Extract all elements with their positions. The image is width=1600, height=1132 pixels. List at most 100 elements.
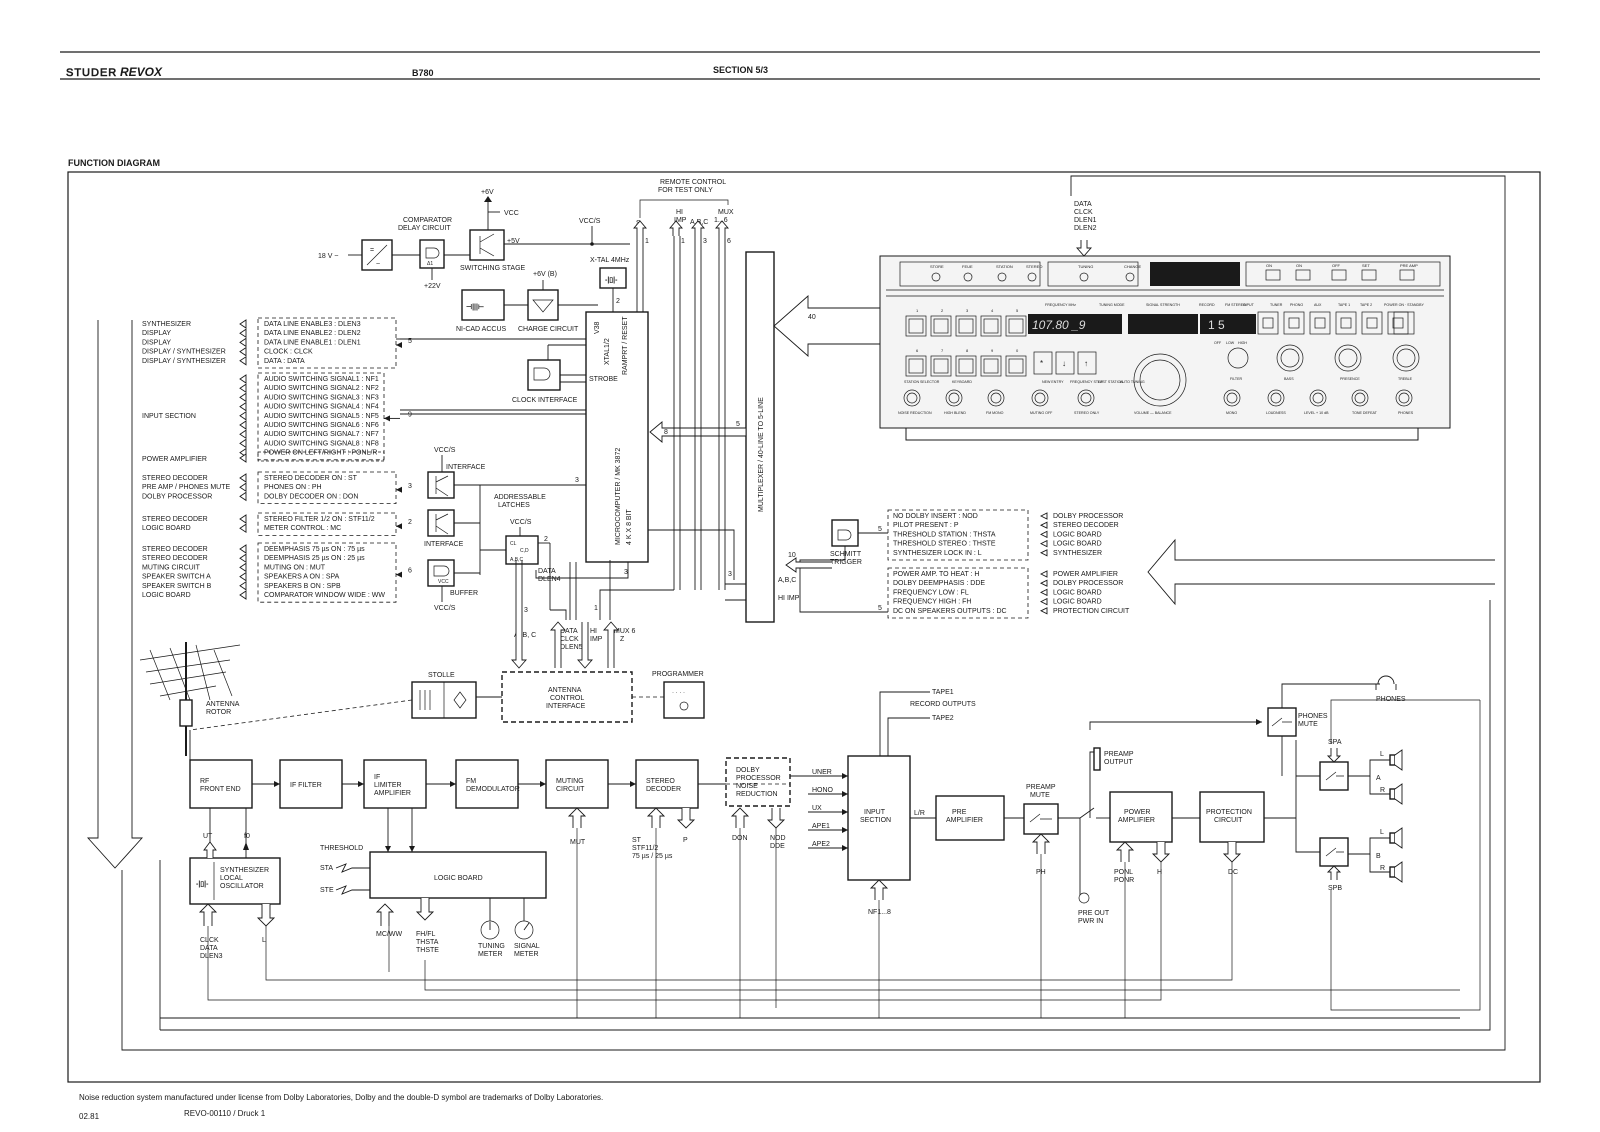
station-key[interactable] [930,315,952,337]
bus-lines: 313 [515,236,746,622]
signal-line: DOLBY DECODER ON : DON [264,493,358,500]
target-label: LOGIC BOARD [1053,541,1102,548]
panel-knob-icon[interactable] [1125,272,1135,282]
programmer-label: PROGRAMMER [652,671,704,678]
panel-label: RECORD [1199,303,1215,307]
key-number: 4 [991,308,994,313]
panel-button[interactable] [1361,269,1377,281]
tone-knob[interactable] [1334,344,1362,372]
spa-label: SPA [1328,739,1342,746]
target-label: LOGIC BOARD [1053,531,1102,538]
station-key[interactable] [955,315,977,337]
input-select-button[interactable] [1257,311,1279,335]
panel-round-button[interactable] [1077,389,1095,407]
multiplexer-block [745,251,775,623]
panel-label: BASS [1284,377,1294,381]
filter-knob[interactable] [1227,347,1249,369]
vccs-label: VCC/S [579,218,601,225]
panel-round-button[interactable] [1031,389,1049,407]
stolle-label: STOLLE [428,672,455,679]
xtal-label: X-TAL 4MHz [590,257,630,264]
panel-knob-icon[interactable] [963,272,973,282]
panel-button[interactable] [1265,269,1281,281]
tri-arrow-icon [239,523,247,534]
target-label: POWER AMPLIFIER [1053,571,1118,578]
signal-line: STEREO DECODER ON : ST [264,475,358,482]
input-label: HONO [812,787,834,794]
station-key[interactable] [955,355,977,377]
panel-round-button[interactable] [1309,389,1327,407]
input-select-button[interactable] [1361,311,1383,335]
line-count: 3 [703,238,707,245]
tone-knob[interactable] [1276,344,1304,372]
panel-knob-icon[interactable] [1027,272,1037,282]
signal-line: PILOT PRESENT : P [893,522,959,529]
station-key[interactable] [905,355,927,377]
input-select-button[interactable] [1309,311,1331,335]
multiplexer-label: MULTIPLEXER / 40-LINE TO 5-LINE [758,397,765,512]
comparator-block [419,239,445,269]
signal-line: NO DOLBY INSERT : NOD [893,513,978,520]
power-button[interactable] [1393,311,1415,335]
panel-round-button[interactable] [987,389,1005,407]
panel-round-button[interactable] [1351,389,1369,407]
tri-arrow-icon [239,355,247,366]
programmer-block [663,681,705,719]
microcomputer-sub: 4 K X 8 BIT [626,508,633,545]
tuning-button[interactable] [1055,351,1075,375]
panel-round-button[interactable] [945,389,963,407]
panel-label: FREQUENCY STEP [1070,380,1103,384]
target-label: MUTING CIRCUIT [142,564,201,571]
mains-18v-label: 18 V ~ [318,253,338,260]
svg-text:8: 8 [664,429,668,436]
tri-arrow-icon [239,392,247,403]
key-number: 6 [916,348,919,353]
input-select-button[interactable] [1283,311,1305,335]
panel-round-button[interactable] [1395,389,1413,407]
station-key[interactable] [1005,355,1027,377]
panel-round-button[interactable] [903,389,921,407]
volume-knob[interactable] [1133,353,1187,407]
signal-line: SYNTHESIZER LOCK IN : L [893,550,982,557]
station-key[interactable] [930,355,952,377]
panel-round-button[interactable] [1223,389,1241,407]
station-key[interactable] [905,315,927,337]
tuning-button[interactable] [1077,351,1097,375]
panel-button[interactable] [1399,269,1415,281]
station-key[interactable] [980,355,1002,377]
tri-arrow-icon [239,374,247,384]
station-key[interactable] [980,315,1002,337]
spb-label: SPB [1328,885,1342,892]
input-select-button[interactable] [1335,311,1357,335]
panel-label: NOISE REDUCTION [898,411,932,415]
tri-arrow-icon [239,346,247,357]
panel-knob-icon[interactable] [997,272,1007,282]
charge-circuit-label: CHARGE CIRCUIT [518,326,579,333]
panel-button[interactable] [1331,269,1347,281]
station-key[interactable] [1005,315,1027,337]
panel-label: LEVEL + 10 dB [1304,411,1329,415]
panel-label: STATION [996,264,1013,269]
panel-round-button[interactable] [1267,389,1285,407]
panel-label: STEREO [1026,264,1042,269]
tone-knob[interactable] [1392,344,1420,372]
record-outputs-label: RECORD OUTPUTS [910,701,976,708]
panel-knob-icon[interactable] [931,272,941,282]
svg-text:A, B, C: A, B, C [514,632,536,639]
panel-button[interactable] [1295,269,1311,281]
target-label: LOGIC BOARD [1053,589,1102,596]
panel-knob-icon[interactable] [1079,272,1089,282]
tri-arrow-icon [239,383,247,394]
panel-label: TREBLE [1398,377,1413,381]
tuning-button[interactable] [1033,351,1053,375]
rectifier-ac-icon: ~ [376,261,380,268]
speaker-icon [1389,754,1396,766]
